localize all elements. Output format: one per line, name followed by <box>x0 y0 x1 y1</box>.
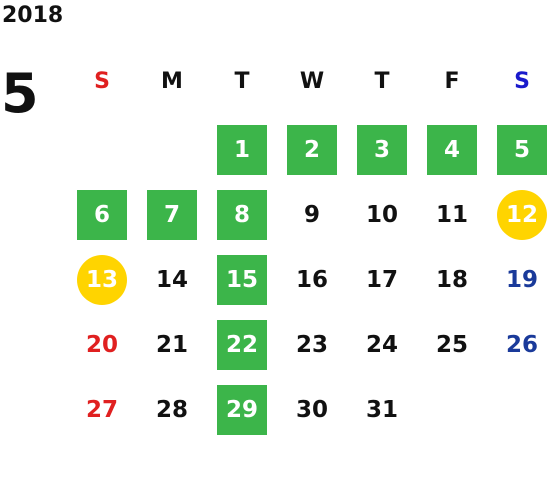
weekday-header-fri: F <box>444 68 460 94</box>
calendar-day-22[interactable]: 22 <box>217 320 267 370</box>
calendar-year: 2018 <box>2 3 64 28</box>
calendar-day-7[interactable]: 7 <box>147 190 197 240</box>
calendar-day-16[interactable]: 16 <box>295 267 328 293</box>
weekday-header-thu: T <box>374 68 390 94</box>
calendar-day-8[interactable]: 8 <box>217 190 267 240</box>
weekday-header-mon: M <box>161 68 183 94</box>
calendar-day-19[interactable]: 19 <box>505 267 538 293</box>
calendar-day-6[interactable]: 6 <box>77 190 127 240</box>
weekday-header-tue: T <box>234 68 250 94</box>
calendar-day-26[interactable]: 26 <box>505 332 538 358</box>
calendar-day-21[interactable]: 21 <box>155 332 188 358</box>
calendar-month: 5 <box>1 62 39 125</box>
calendar-day-11[interactable]: 11 <box>435 202 468 228</box>
weekday-header-sun: S <box>94 68 110 94</box>
calendar-day-2[interactable]: 2 <box>287 125 337 175</box>
calendar-day-13[interactable]: 13 <box>77 255 127 305</box>
calendar-day-5[interactable]: 5 <box>497 125 547 175</box>
calendar-day-4[interactable]: 4 <box>427 125 477 175</box>
calendar-day-25[interactable]: 25 <box>435 332 468 358</box>
calendar-day-17[interactable]: 17 <box>365 267 398 293</box>
calendar-day-9[interactable]: 9 <box>303 202 320 228</box>
calendar-day-3[interactable]: 3 <box>357 125 407 175</box>
calendar-day-20[interactable]: 20 <box>85 332 118 358</box>
calendar-day-12[interactable]: 12 <box>497 190 547 240</box>
calendar-day-23[interactable]: 23 <box>295 332 328 358</box>
calendar-day-29[interactable]: 29 <box>217 385 267 435</box>
weekday-header-sat: S <box>514 68 530 94</box>
calendar-day-18[interactable]: 18 <box>435 267 468 293</box>
calendar-day-31[interactable]: 31 <box>365 397 398 423</box>
calendar-day-27[interactable]: 27 <box>85 397 118 423</box>
calendar-day-14[interactable]: 14 <box>155 267 188 293</box>
calendar-day-15[interactable]: 15 <box>217 255 267 305</box>
calendar-day-28[interactable]: 28 <box>155 397 188 423</box>
weekday-header-wed: W <box>299 68 325 94</box>
calendar-day-1[interactable]: 1 <box>217 125 267 175</box>
calendar-day-24[interactable]: 24 <box>365 332 398 358</box>
calendar-day-10[interactable]: 10 <box>365 202 398 228</box>
calendar-day-30[interactable]: 30 <box>295 397 328 423</box>
